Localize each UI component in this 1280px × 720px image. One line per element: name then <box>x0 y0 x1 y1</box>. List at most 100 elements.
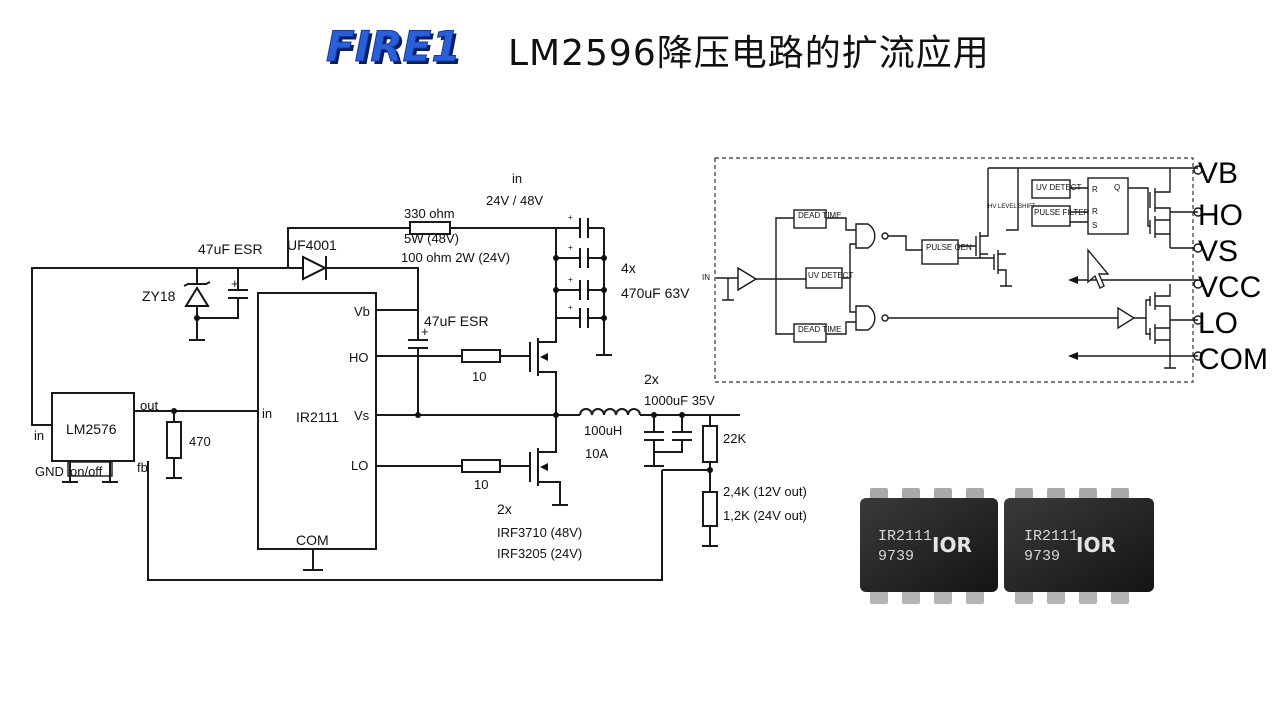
ir2111-chip-body <box>257 292 377 550</box>
r10-high-label: 10 <box>472 369 486 384</box>
latch-r-top: R <box>1092 185 1098 194</box>
dead-time-bottom <box>793 323 827 343</box>
ic-package-2: IR2111 9739 IOR <box>1004 488 1154 604</box>
output-fets-high <box>1149 168 1171 248</box>
ir-pin-lo: LO <box>351 458 368 473</box>
uv-detect-high-label: UV DETECT <box>1036 183 1081 192</box>
chip-1-part: IR2111 <box>878 528 932 545</box>
chip-photo: IR2111 9739 IOR IR2111 9739 IOR <box>860 488 1154 604</box>
latch-s: S <box>1092 221 1097 230</box>
r12k-label: 1,2K (24V out) <box>723 508 807 523</box>
dead-time-bottom-label: DEAD TIME <box>798 325 841 334</box>
vin-label: 24V / 48V <box>486 193 543 208</box>
pulse-gen <box>921 239 959 265</box>
r470-resistor <box>166 421 182 459</box>
rs-latch <box>1087 177 1129 235</box>
lm2576-pin-out: out <box>140 398 158 413</box>
fire1-logo: FIRE1 FIRE1 <box>325 20 465 76</box>
lm2576-label: LM2576 <box>66 421 117 437</box>
out-caps-count: 2x <box>644 371 659 387</box>
zener-leads <box>189 268 205 341</box>
output-fets-low <box>1149 284 1171 356</box>
input-caps-count: 4x <box>621 260 636 276</box>
r-divider-resistor <box>702 491 718 527</box>
r22k-resistor <box>702 425 718 463</box>
inductor-label: 100uH <box>584 423 622 438</box>
inductor-current: 10A <box>585 446 608 461</box>
latch-r: R <box>1092 207 1098 216</box>
pin-lo: LO <box>1198 307 1238 340</box>
diode-wires <box>288 256 419 340</box>
r22k-label: 22K <box>723 431 746 446</box>
r470-label: 470 <box>189 434 211 449</box>
ir-pin-vb: Vb <box>354 304 370 319</box>
fet-1-label: IRF3710 (48V) <box>497 525 582 540</box>
lm2576-chip-body <box>51 392 135 462</box>
nand-gate-top <box>855 223 876 249</box>
supply-wire-left <box>31 267 288 426</box>
chip-2-part: IR2111 <box>1024 528 1078 545</box>
ir-pin-com: COM <box>296 532 329 548</box>
pulse-filter <box>1031 205 1071 227</box>
fets-count: 2x <box>497 501 512 517</box>
dead-time-top <box>793 209 827 229</box>
chip-1-date: 9739 <box>878 548 914 565</box>
feedback-wire <box>147 461 663 581</box>
zener-label: ZY18 <box>142 288 176 304</box>
svg-text:+: + <box>568 213 573 222</box>
ic-package-1: IR2111 9739 IOR <box>860 488 998 604</box>
pulse-gen-label: PULSE GEN <box>926 243 972 252</box>
lm-ground-symbols <box>62 462 118 483</box>
pin-com: COM <box>1198 343 1268 376</box>
esr-cap-2-label: 47uF ESR <box>424 313 489 329</box>
logo-text-shadow: FIRE1 <box>329 25 464 74</box>
pin-vcc: VCC <box>1198 271 1261 304</box>
out-caps-label: 1000uF 35V <box>644 393 715 408</box>
junction-dot <box>194 315 200 321</box>
cap-plus: + <box>231 276 239 291</box>
pin-vs: VS <box>1198 235 1238 268</box>
esr-cap-1 <box>197 267 248 319</box>
r10-high <box>461 349 501 363</box>
input-caps-label: 470uF 63V <box>621 285 690 301</box>
svg-text:+: + <box>568 275 573 284</box>
fet-2-label: IRF3205 (24V) <box>497 546 582 561</box>
esr-cap-2 <box>408 339 428 415</box>
schematic: LM2576 in out GND on/off fb 470 ZY18 + 4… <box>31 171 807 581</box>
pin-ho: HO <box>1198 199 1243 232</box>
level-shift-fets <box>975 168 1012 287</box>
bd-pins <box>1170 165 1203 361</box>
header: FIRE1 FIRE1 LM2596降压电路的扩流应用 <box>0 0 1280 90</box>
block-diagram-frame <box>714 157 1194 383</box>
mouse-cursor-icon <box>1087 248 1110 289</box>
zener-bar <box>183 281 211 287</box>
ir-pin-vs: Vs <box>354 408 370 423</box>
latch-q: Q <box>1114 183 1120 192</box>
lo-buffer <box>1117 306 1136 330</box>
uf4001-diode <box>302 255 328 281</box>
zener-diode <box>184 286 210 307</box>
junction-dot <box>415 412 421 418</box>
svg-text:+: + <box>568 243 573 252</box>
r330-wire <box>287 227 556 268</box>
svg-text:+: + <box>568 303 573 312</box>
ir2111-label: IR2111 <box>296 409 339 425</box>
uv-detect-high <box>1031 179 1071 199</box>
r10-low <box>461 459 501 473</box>
onoff-box <box>67 461 113 477</box>
uv-detect-low-label: UV DETECT <box>808 271 853 280</box>
input-caps: + + + + <box>553 213 612 356</box>
hv-level-shift-label: HV LEVEL SHIFT <box>988 204 1036 210</box>
chip-2-date: 9739 <box>1024 548 1060 565</box>
r24k-label: 2,4K (12V out) <box>723 484 807 499</box>
chip-2-brand: IOR <box>1076 533 1116 557</box>
inductor <box>579 408 641 416</box>
fet-high-arrow <box>540 353 548 361</box>
dead-time-top-label: DEAD TIME <box>798 211 841 220</box>
bd-input-buffer <box>737 266 758 292</box>
ir-pin-in: in <box>262 406 272 421</box>
fet-low <box>529 415 568 506</box>
pin-vb: VB <box>1198 157 1238 190</box>
page-title: LM2596降压电路的扩流应用 <box>508 33 990 74</box>
